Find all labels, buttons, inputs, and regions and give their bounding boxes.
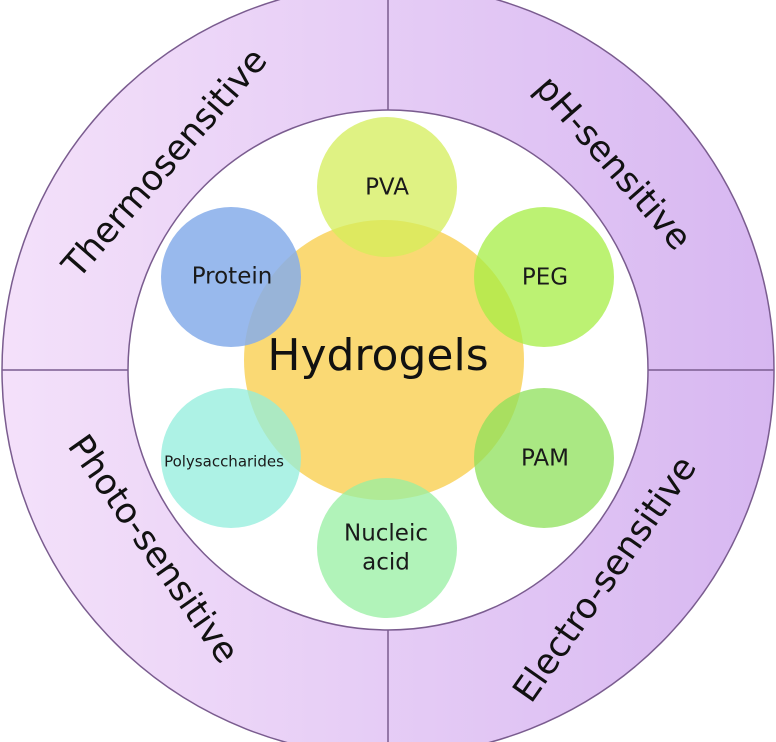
node-circle-peg [474, 207, 614, 347]
node-label-acid: acid [362, 550, 410, 576]
center-circle [244, 220, 524, 500]
center-label: Hydrogels [267, 330, 488, 381]
node-label-pva: PVA [365, 175, 409, 201]
node-label-protein: Protein [192, 264, 273, 290]
node-label-polysaccharides: Polysaccharides [164, 453, 284, 471]
node-label-pam: PAM [521, 446, 569, 472]
node-label-peg: PEG [522, 265, 568, 291]
node-circle-pva [317, 117, 457, 257]
node-circle-polysaccharides [161, 388, 301, 528]
node-circle-pam [474, 388, 614, 528]
node-circle-protein [161, 207, 301, 347]
node-label-nucleic: Nucleic [344, 521, 428, 547]
node-circle-nucleic-acid [317, 478, 457, 618]
